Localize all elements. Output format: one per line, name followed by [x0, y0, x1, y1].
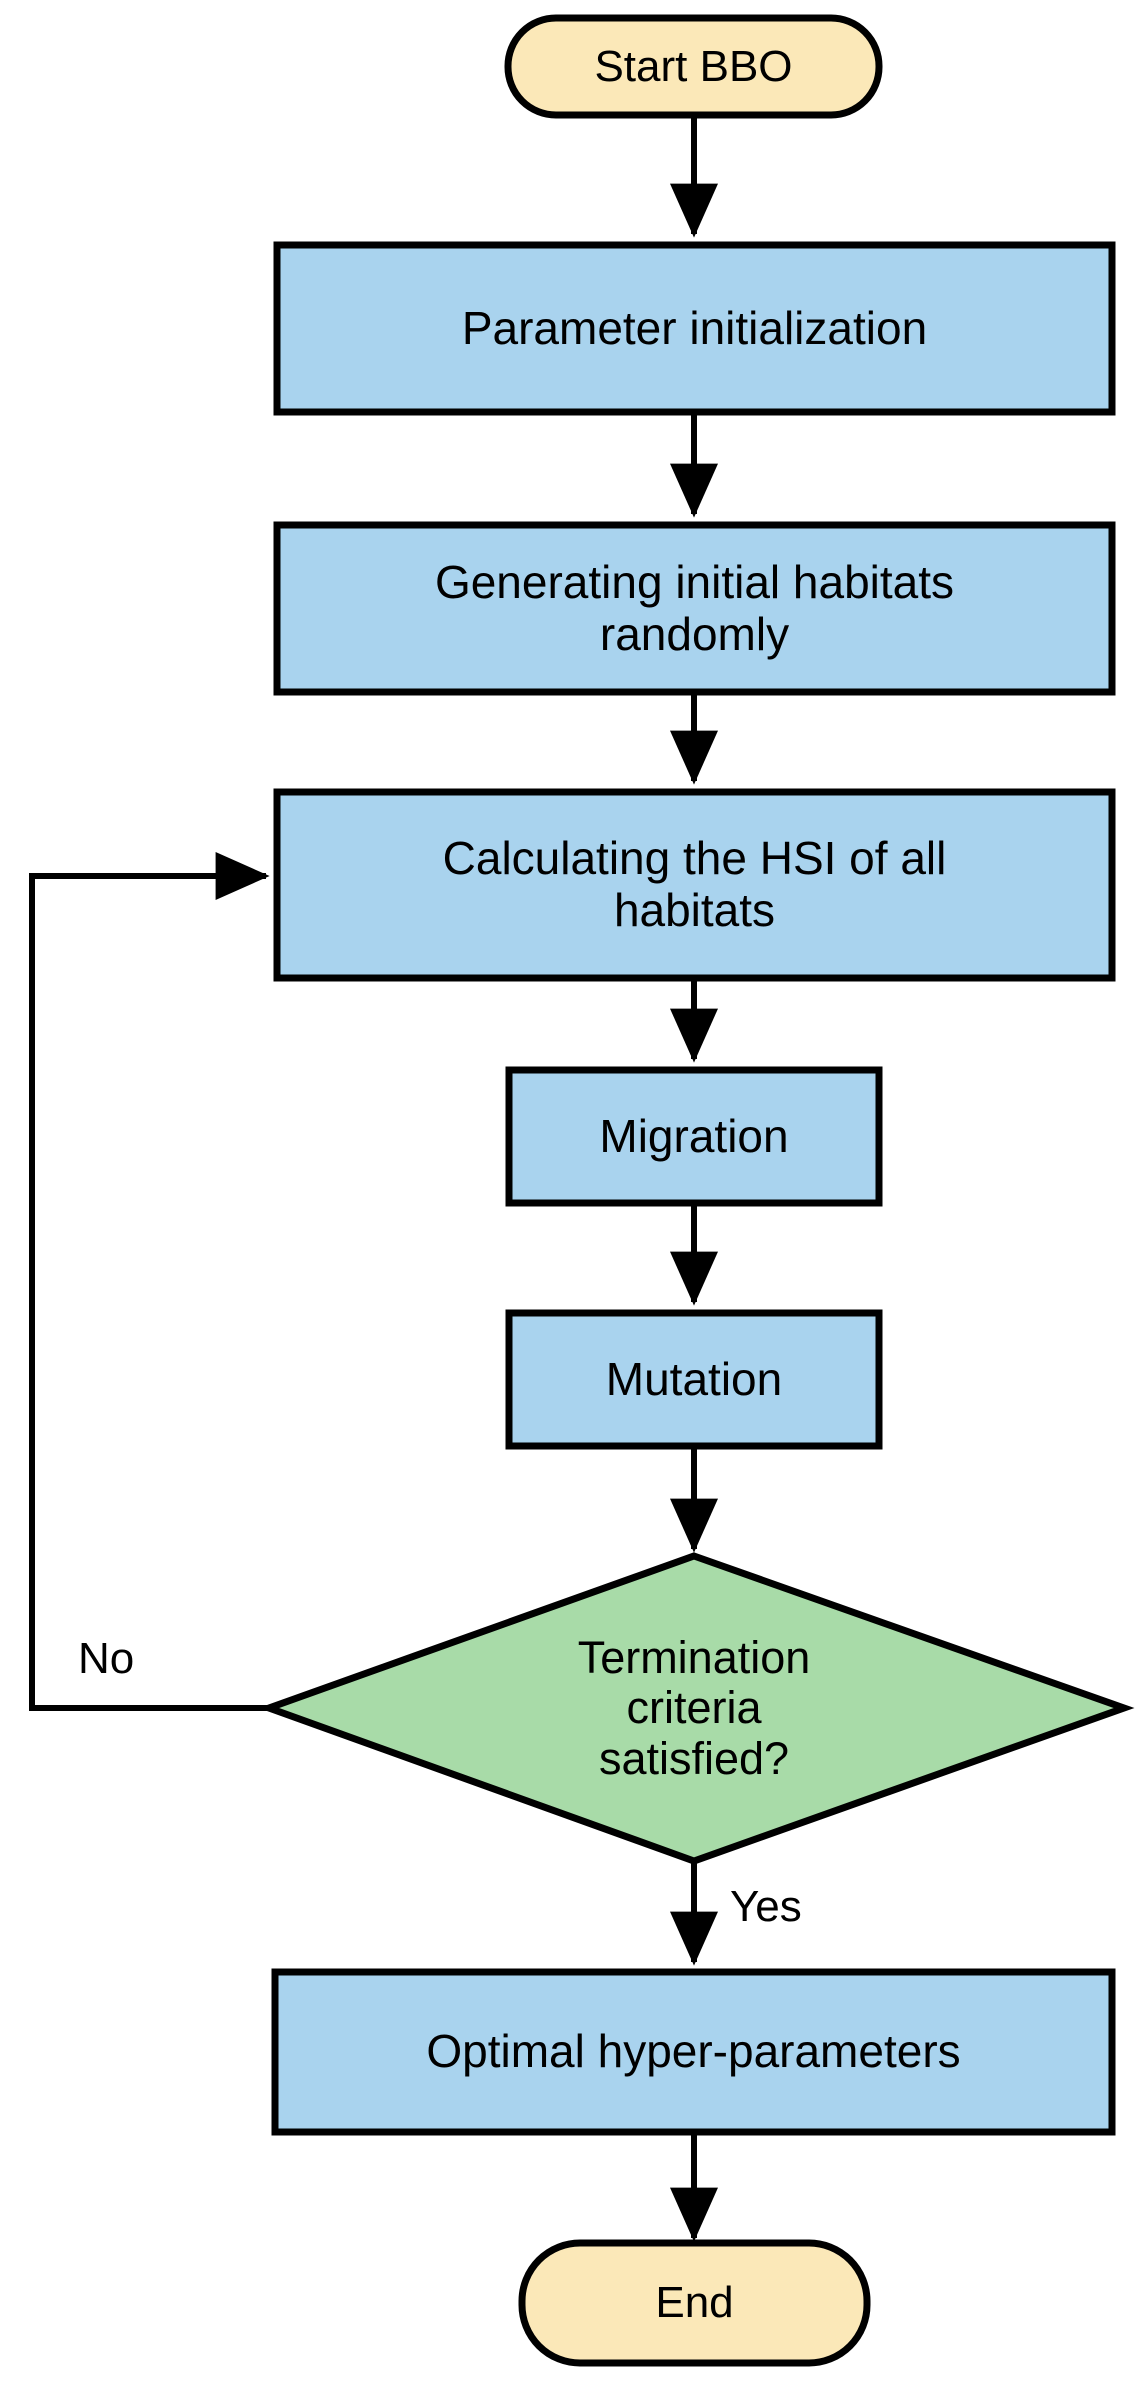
node-shape-start[interactable] [504, 14, 883, 119]
node-shape-optimal[interactable] [271, 1968, 1116, 2136]
node-shape-decision[interactable] [258, 1552, 1135, 1865]
node-shape-generate[interactable] [273, 521, 1116, 696]
node-shape-migration[interactable] [505, 1066, 883, 1207]
node-shape-param-init[interactable] [273, 241, 1116, 416]
node-shape-calc-hsi[interactable] [273, 788, 1116, 982]
edge-decision-no-loopback [29, 852, 270, 1711]
node-shape-mutation[interactable] [505, 1309, 883, 1450]
connector-group [29, 116, 718, 2242]
node-shape-end[interactable] [518, 2239, 871, 2367]
